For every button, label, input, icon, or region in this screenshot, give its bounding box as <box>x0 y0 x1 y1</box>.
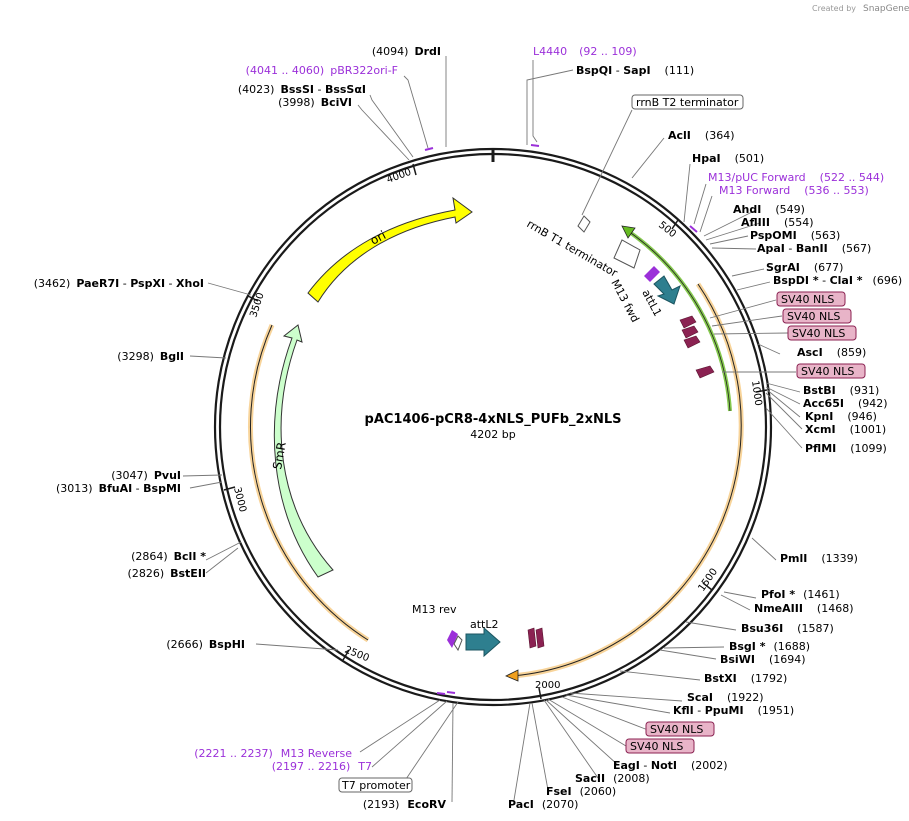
attl1-label: attL1 <box>639 287 664 318</box>
site-pvui: (3047)PvuI <box>111 469 181 482</box>
site-kfli: KflI - PpuMI(1951) <box>673 704 794 717</box>
site-xcmi: XcmI(1001) <box>805 423 886 436</box>
sv40-label-1: SV40 NLS <box>781 293 834 306</box>
site-sacii: SacII(2008) <box>575 772 650 785</box>
m13-fwd-marker <box>644 266 660 282</box>
site-sgrai: SgrAI(677) <box>766 261 843 274</box>
m13-rev-label: M13 rev <box>412 603 457 616</box>
site-bcli: (2864)BclI * <box>131 550 206 563</box>
sv40-label-3: SV40 NLS <box>792 327 845 340</box>
site-pflmi: PflMI(1099) <box>805 442 887 455</box>
nls-arrows-bottom <box>527 627 545 649</box>
site-bspqi: BspQI - SapI(111) <box>576 64 694 77</box>
orange-arc-right-head <box>505 669 519 682</box>
site-paer7i: (3462)PaeR7I - PspXI - XhoI <box>34 277 204 290</box>
watermark-brand: SnapGene <box>863 4 909 14</box>
site-eagi: EagI - NotI(2002) <box>613 759 728 772</box>
site-bstxi: BstXI(1792) <box>704 672 787 685</box>
sv40-boxes <box>625 291 866 754</box>
site-pspomi: PspOMI(563) <box>750 229 840 242</box>
tick-1000: 1000 <box>749 380 763 407</box>
site-aflii: AflIII(554) <box>741 216 814 229</box>
tick-2000: 2000 <box>535 680 560 691</box>
site-hpai: HpaI(501) <box>692 152 764 165</box>
tick-1500: 1500 <box>696 567 720 594</box>
m13-rev-arrow <box>453 635 463 652</box>
primer-m13-puc: M13/pUC Forward(522 .. 544) <box>708 171 884 184</box>
map-name: pAC1406-pCR8-4xNLS_PUFb_2xNLS <box>365 412 622 427</box>
site-bsssi: (4023)BssSI - BssSαI <box>238 83 366 96</box>
attl1-arrow <box>653 275 681 305</box>
site-bsu36i: Bsu36I(1587) <box>741 622 834 635</box>
site-acc65i: Acc65I(942) <box>803 397 888 410</box>
rrnb-t2-label: rrnB T2 terminator <box>636 96 739 109</box>
site-bgli: (3298)BglI <box>117 350 184 363</box>
smr-label: SmR <box>270 441 289 471</box>
site-apai: ApaI - BanII(567) <box>757 242 871 255</box>
green-arc-core <box>627 230 731 412</box>
site-bspdi: BspDI * - ClaI *(696) <box>773 274 902 287</box>
orange-arc-right-core <box>512 283 742 677</box>
primer-m13-reverse: (2221 .. 2237)M13 Reverse <box>194 747 352 760</box>
nls-arrows-right <box>679 315 715 379</box>
primer-m13-forward: M13 Forward(536 .. 553) <box>719 184 869 197</box>
site-bsgi: BsgI *(1688) <box>729 640 810 653</box>
site-ecorv: (2193)EcoRV <box>363 798 447 811</box>
orange-arc-left-core <box>249 324 369 641</box>
site-bcivi: (3998)BciVI <box>278 96 352 109</box>
rrnb-t1-label: rrnB T1 terminator <box>525 217 621 280</box>
m13-fwd-label: M13 fwd <box>608 277 641 324</box>
primer-l4440: L4440(92 .. 109) <box>533 45 637 58</box>
site-asci: AscI(859) <box>797 346 866 359</box>
site-pmli: PmlI(1339) <box>780 552 858 565</box>
site-bsiwi: BsiWI(1694) <box>720 653 806 666</box>
primer-markers <box>424 144 698 695</box>
green-arc-head <box>621 225 636 239</box>
t7-promoter-box <box>338 777 413 793</box>
ori-arrow <box>307 196 473 303</box>
sv40-label-4: SV40 NLS <box>801 365 854 378</box>
ring-tick-marks <box>223 163 768 700</box>
site-bfuai: (3013)BfuAI - BspMI <box>56 482 181 495</box>
sv40-label-6: SV40 NLS <box>630 740 683 753</box>
site-ahdi: AhdI(549) <box>733 203 805 216</box>
site-acli: AclI(364) <box>668 129 735 142</box>
rrnb-t2-box <box>631 94 744 110</box>
rrnb-t2-arrow <box>577 215 591 233</box>
site-bsteii: (2826)BstEII <box>128 567 206 580</box>
site-nmeaiii: NmeAIII(1468) <box>754 602 854 615</box>
primer-t7: (2197 .. 2216)T7 <box>272 760 372 773</box>
site-bstbi: BstBI(931) <box>803 384 879 397</box>
sv40-label-2: SV40 NLS <box>787 310 840 323</box>
m13-rev-marker <box>447 630 458 648</box>
t7-promoter-label: T7 promoter <box>341 779 411 792</box>
watermark-created-by: Created by <box>812 4 856 13</box>
site-paci: PacI(2070) <box>508 798 578 811</box>
smr-arrow <box>273 324 334 578</box>
tick-3500: 3500 <box>248 291 266 319</box>
map-length: 4202 bp <box>470 428 515 441</box>
connector-lines <box>182 56 803 803</box>
sv40-label-5: SV40 NLS <box>650 723 703 736</box>
primer-pbr322ori: (4041 .. 4060)pBR322ori-F <box>246 64 398 77</box>
tick-2500: 2500 <box>343 645 371 665</box>
attl2-label: attL2 <box>470 618 499 631</box>
site-pfoi: PfoI *(1461) <box>761 588 840 601</box>
site-scai: ScaI(1922) <box>687 691 764 704</box>
site-kpni: KpnI(946) <box>805 410 877 423</box>
orange-arc-right <box>512 282 744 679</box>
site-drdi: (4094)DrdI <box>372 45 441 58</box>
site-bsphi: (2666)BspHI <box>166 638 245 651</box>
rrnb-t1-arrow <box>613 239 641 269</box>
site-fsei: FseI(2060) <box>546 785 616 798</box>
ori-label: ori <box>368 228 388 248</box>
attl2-arrow <box>465 626 501 658</box>
orange-arc-left <box>247 323 370 643</box>
